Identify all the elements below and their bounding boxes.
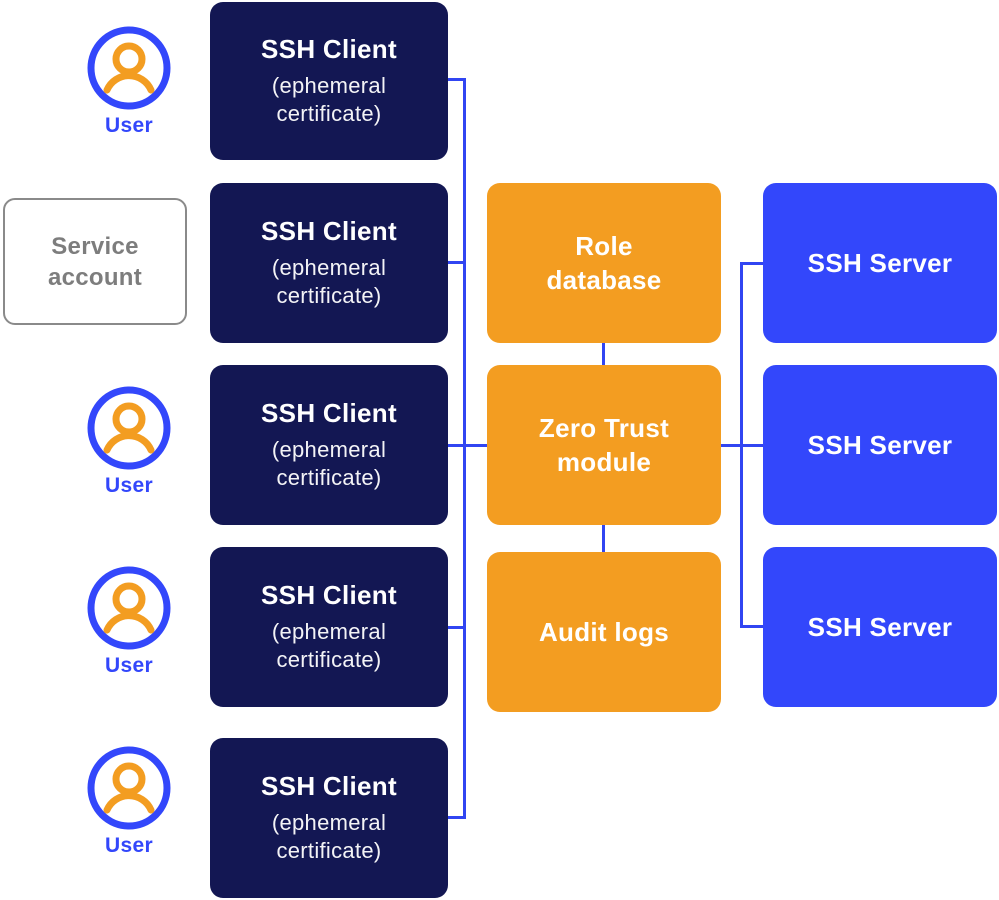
server1-stub-line xyxy=(740,262,763,265)
zerotrust-auditlogs-line xyxy=(602,525,605,552)
service-account-box: Service account xyxy=(3,198,187,325)
roledb-zerotrust-line xyxy=(602,343,605,365)
user-actor-2: User xyxy=(74,386,184,498)
ssh-client-subtitle: (ephemeral certificate) xyxy=(271,437,387,490)
node-ssh-client-2: SSH Client (ephemeral certificate) xyxy=(210,183,448,343)
node-role-database: Role database xyxy=(487,183,721,343)
client5-stub-line xyxy=(448,816,463,819)
node-zero-trust-module: Zero Trust module xyxy=(487,365,721,525)
ssh-client-title: SSH Client xyxy=(261,580,397,610)
node-ssh-client-5: SSH Client (ephemeral certificate) xyxy=(210,738,448,898)
user-actor-1: User xyxy=(74,26,184,138)
user-label: User xyxy=(105,834,153,857)
module-label: Role database xyxy=(546,231,662,295)
client4-stub-line xyxy=(448,626,463,629)
module-label: Audit logs xyxy=(538,617,670,647)
user-label: User xyxy=(105,474,153,497)
server3-stub-line xyxy=(740,625,763,628)
user-label: User xyxy=(105,114,153,137)
user-label: User xyxy=(105,654,153,677)
ssh-client-subtitle: (ephemeral certificate) xyxy=(271,255,387,308)
ssh-client-title: SSH Client xyxy=(261,216,397,246)
user-icon xyxy=(87,746,171,830)
module-label: Zero Trust module xyxy=(538,413,670,477)
ssh-client-subtitle: (ephemeral certificate) xyxy=(271,619,387,672)
user-icon xyxy=(87,26,171,110)
user-icon xyxy=(87,566,171,650)
left-bus-line xyxy=(463,78,466,819)
service-account-label: Service account xyxy=(47,232,143,291)
user-icon xyxy=(87,386,171,470)
user-actor-3: User xyxy=(74,566,184,678)
ssh-client-title: SSH Client xyxy=(261,34,397,64)
node-ssh-client-3: SSH Client (ephemeral certificate) xyxy=(210,365,448,525)
right-bus-line xyxy=(740,262,743,628)
ssh-client-subtitle: (ephemeral certificate) xyxy=(271,810,387,863)
node-ssh-server-3: SSH Server xyxy=(763,547,997,707)
ssh-server-label: SSH Server xyxy=(807,429,953,460)
client3-zerotrust-line xyxy=(448,444,487,447)
client1-stub-line xyxy=(448,78,463,81)
ssh-server-label: SSH Server xyxy=(807,611,953,642)
ssh-client-title: SSH Client xyxy=(261,398,397,428)
ssh-server-label: SSH Server xyxy=(807,247,953,278)
node-ssh-client-1: SSH Client (ephemeral certificate) xyxy=(210,2,448,160)
ssh-client-subtitle: (ephemeral certificate) xyxy=(271,73,387,126)
node-ssh-server-2: SSH Server xyxy=(763,365,997,525)
node-ssh-client-4: SSH Client (ephemeral certificate) xyxy=(210,547,448,707)
node-ssh-server-1: SSH Server xyxy=(763,183,997,343)
node-audit-logs: Audit logs xyxy=(487,552,721,712)
ssh-client-title: SSH Client xyxy=(261,771,397,801)
client2-stub-line xyxy=(448,261,463,264)
user-actor-4: User xyxy=(74,746,184,858)
